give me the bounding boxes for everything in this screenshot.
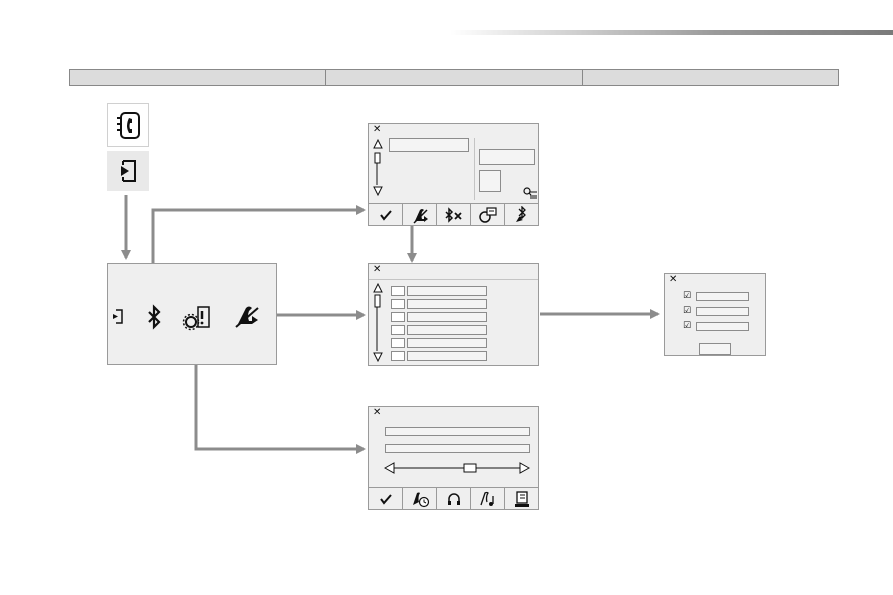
device-name-field[interactable] [389, 138, 469, 152]
call-timer-button[interactable] [402, 488, 436, 509]
close-button[interactable]: ✕ [669, 274, 678, 285]
phone-memory-icon [514, 490, 529, 507]
device-list-screen: ✕ [368, 263, 539, 366]
phone-link-button[interactable] [470, 204, 504, 225]
scrollbar[interactable] [372, 139, 384, 197]
search-list-icon[interactable] [522, 186, 538, 200]
ringtone-icon [479, 491, 494, 506]
telephone-connect-icon [412, 208, 428, 224]
title-divider [369, 279, 538, 280]
device-row-3[interactable] [391, 312, 487, 322]
phone-settings-icon[interactable] [180, 304, 214, 332]
row-field [407, 299, 487, 309]
row-field [407, 286, 487, 296]
confirm-button[interactable] [369, 204, 402, 225]
connect-phone-button[interactable] [402, 204, 436, 225]
arrow-settings-to-settings-screen [194, 334, 366, 454]
confirm-button[interactable] [369, 488, 402, 509]
settings-field-1[interactable] [385, 427, 530, 436]
ringtone-button[interactable] [470, 488, 504, 509]
call-timer-icon [412, 492, 429, 507]
profile-field-2 [696, 307, 749, 316]
phone-book-button[interactable] [107, 103, 149, 147]
phone-memory-button[interactable] [504, 488, 538, 509]
row-field [407, 325, 487, 335]
source-input-icon [121, 160, 136, 182]
bluetooth-phone-icon [515, 205, 526, 222]
bluetooth-phone-button[interactable] [504, 204, 538, 225]
row-field [407, 338, 487, 348]
profile-checkbox-2[interactable]: ☑ [683, 306, 692, 316]
profile-field-1 [696, 292, 749, 301]
header-gradient-line [450, 30, 893, 35]
check-icon [379, 493, 392, 505]
source-input-button[interactable] [107, 151, 149, 191]
row-checkbox[interactable] [391, 338, 405, 348]
row-field [407, 351, 487, 361]
device-row-6[interactable] [391, 351, 487, 361]
headset-icon [447, 492, 460, 505]
close-button[interactable]: ✕ [373, 124, 382, 135]
settings-screen: ✕ [368, 406, 539, 510]
check-icon [379, 209, 392, 221]
header-bar [69, 69, 839, 86]
header-section-2 [325, 70, 581, 85]
row-field [407, 312, 487, 322]
settings-field-2[interactable] [385, 444, 530, 453]
device-row-4[interactable] [391, 325, 487, 335]
header-section-3 [581, 70, 838, 85]
ok-button[interactable] [699, 343, 731, 355]
row-checkbox[interactable] [391, 299, 405, 309]
bluetooth-toolbar [369, 203, 538, 225]
profile-screen: ✕ ☑ ☑ ☑ [664, 273, 766, 356]
bluetooth-screen: ✕ [368, 123, 539, 226]
telephone-connect-icon[interactable] [232, 302, 262, 330]
device-row-1[interactable] [391, 286, 487, 296]
disconnect-bluetooth-button[interactable] [436, 204, 470, 225]
profile-checkbox-3[interactable]: ☑ [683, 321, 692, 331]
scrollbar[interactable] [372, 283, 384, 363]
main-menu-panel [107, 263, 277, 365]
close-button[interactable]: ✕ [373, 407, 382, 418]
row-checkbox[interactable] [391, 325, 405, 335]
device-row-2[interactable] [391, 299, 487, 309]
info-box [479, 170, 501, 192]
row-checkbox[interactable] [391, 286, 405, 296]
profile-field-3 [696, 322, 749, 331]
row-checkbox[interactable] [391, 351, 405, 361]
phone-book-icon [117, 112, 140, 139]
row-checkbox[interactable] [391, 312, 405, 322]
settings-toolbar [369, 487, 538, 509]
source-input-icon[interactable] [108, 307, 128, 327]
phone-link-icon [478, 206, 497, 223]
bluetooth-icon[interactable] [144, 304, 164, 330]
bluetooth-disconnect-icon [444, 206, 462, 223]
close-button[interactable]: ✕ [373, 264, 382, 275]
headset-button[interactable] [436, 488, 470, 509]
volume-slider[interactable] [384, 462, 530, 474]
profile-checkbox-1[interactable]: ☑ [683, 291, 692, 301]
device-row-5[interactable] [391, 338, 487, 348]
info-field [479, 149, 535, 165]
divider [474, 138, 475, 200]
